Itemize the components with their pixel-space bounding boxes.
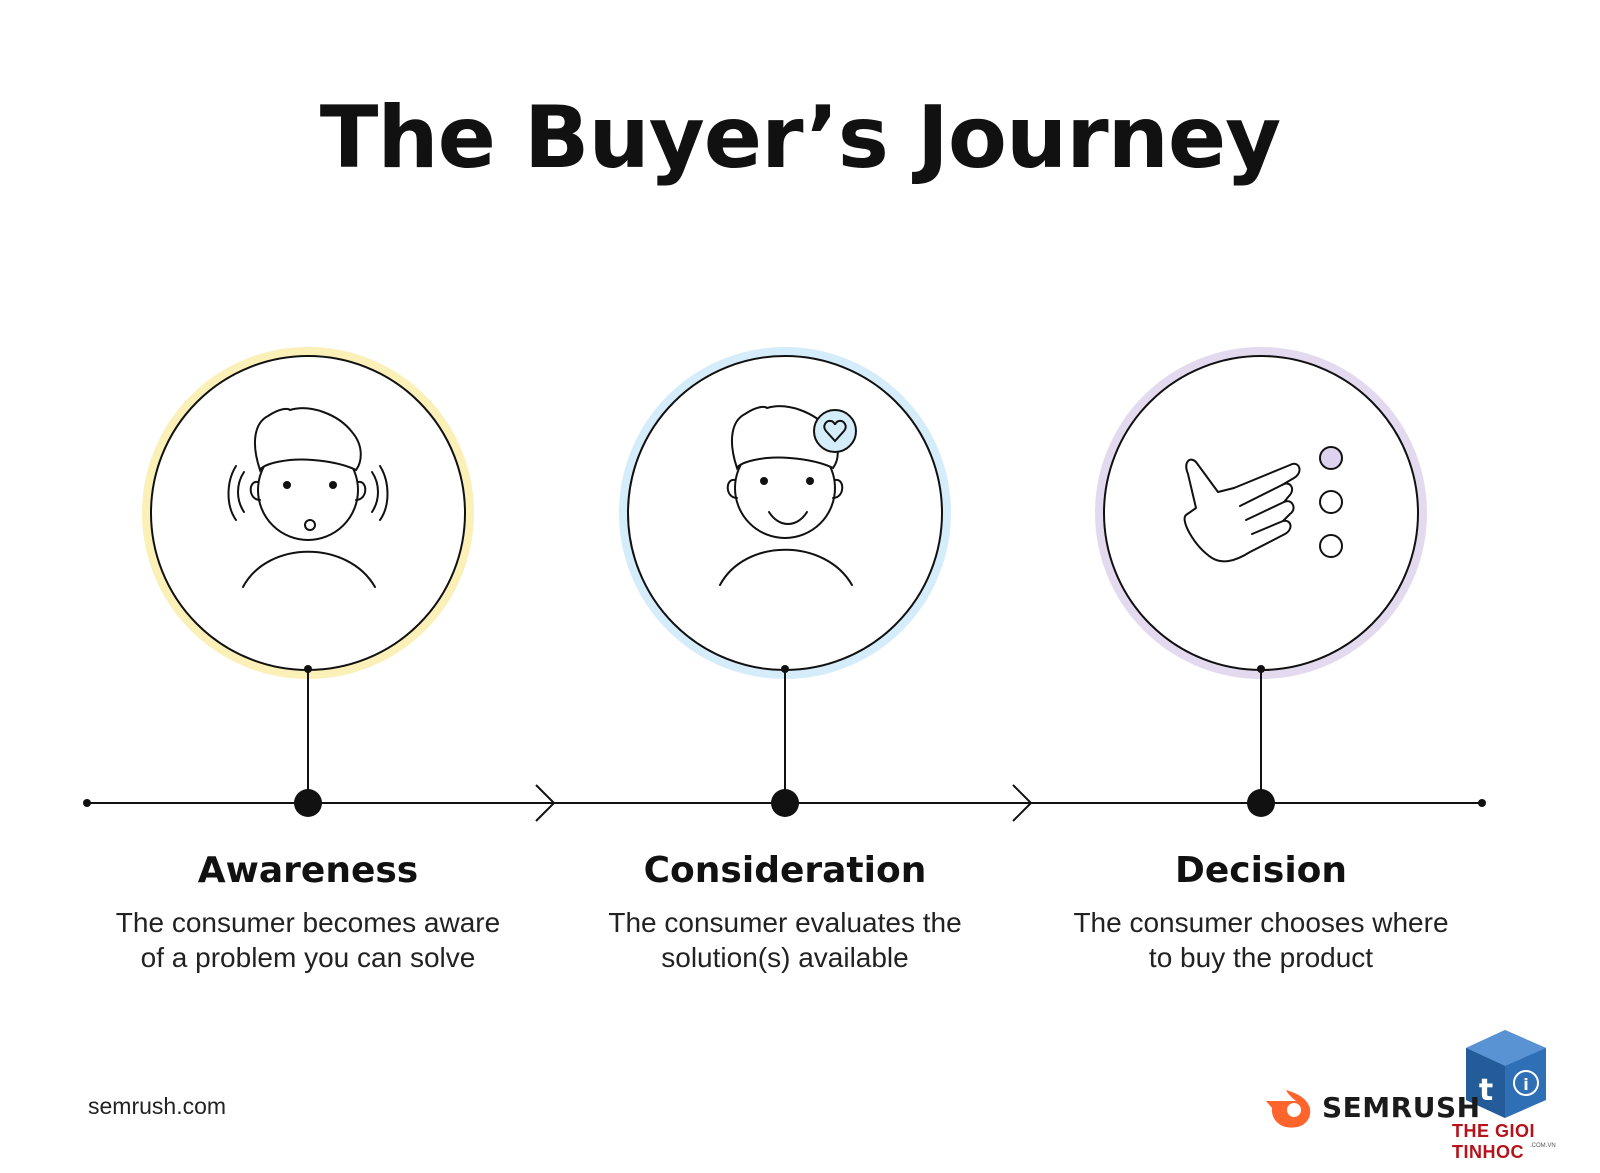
awareness-joint [304,665,312,673]
consideration-eye-left [760,477,768,485]
watermark-cube-icon: t i [1466,1030,1546,1118]
stage-awareness-node [142,347,474,817]
stage-description: The consumer evaluates the solution(s) a… [608,907,962,973]
awareness-eye-right [329,481,337,489]
stage-consideration: Consideration The consumer evaluates the… [555,850,1015,975]
stage-decision: Decision The consumer chooses where to b… [1031,850,1491,975]
awareness-eye-left [283,481,291,489]
watermark-text: THE GIOI TINHOC [1452,1121,1536,1162]
svg-text:t: t [1479,1073,1493,1108]
awareness-milestone [294,789,322,817]
consideration-milestone [771,789,799,817]
smiling-person-heart-icon [719,405,857,586]
svg-text:i: i [1523,1075,1528,1094]
hand-pointing-options-icon [1183,446,1343,563]
stage-description: The consumer becomes aware of a problem … [115,907,501,973]
stage-name: Awareness [197,850,419,891]
brand-name: SEMRUSH [1322,1091,1481,1124]
timeline-start-dot [83,799,91,807]
stage-name: Consideration [643,850,927,891]
timeline-end-dot [1478,799,1486,807]
stage-description: The consumer chooses where to buy the pr… [1073,907,1449,973]
semrush-logo-icon [1266,1090,1311,1128]
decision-milestone [1247,789,1275,817]
stage-decision-node [1095,347,1427,817]
timeline-arrow-1 [535,784,556,822]
watermark-subtext: .COM.VN [1530,1143,1556,1149]
consideration-eye-right [806,477,814,485]
stage-awareness: Awareness The consumer becomes aware of … [78,850,538,975]
footer-url: semrush.com [88,1093,227,1119]
timeline-arrow-2 [1012,784,1033,822]
surprised-person-icon [227,407,389,588]
diagram-title: The Buyer’s Journey [319,88,1281,188]
decision-joint [1257,665,1265,673]
stage-name: Decision [1174,850,1348,891]
consideration-joint [781,665,789,673]
stage-consideration-node [619,347,951,817]
